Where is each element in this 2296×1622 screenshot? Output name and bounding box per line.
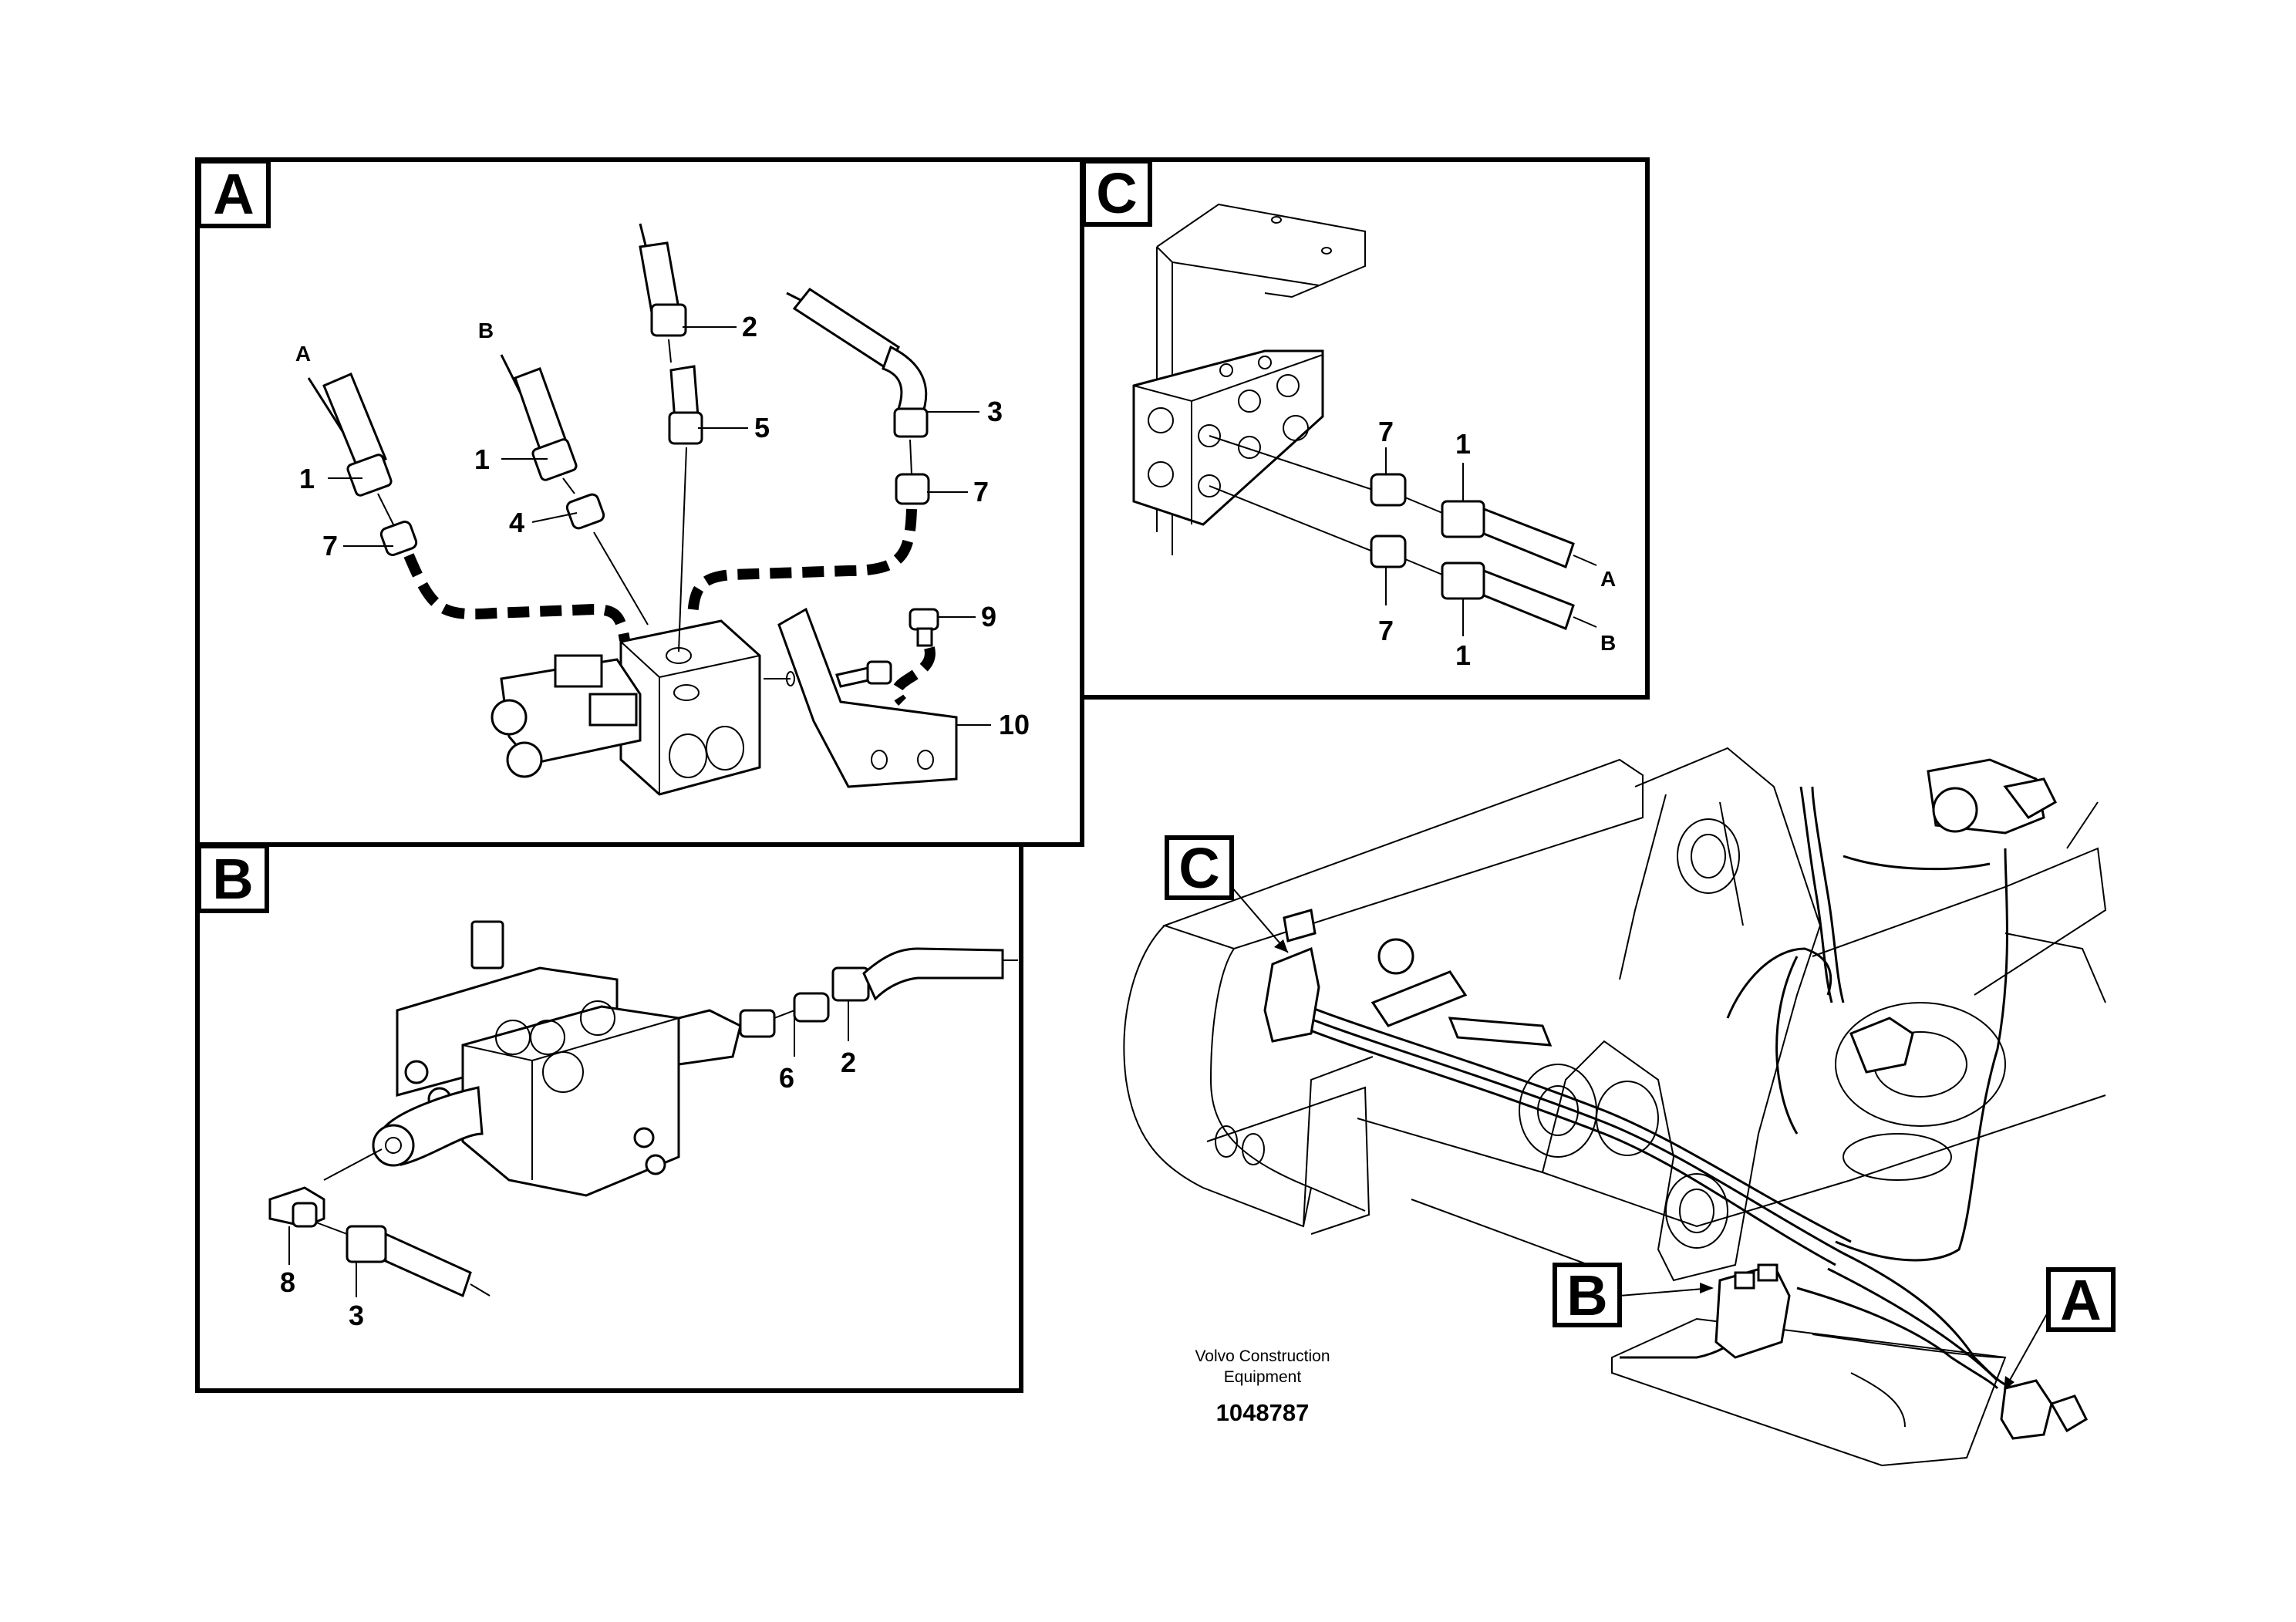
caption-company-line2: Equipment [1224,1368,1302,1386]
panel-b: B [195,842,1023,1393]
callout-b-8: 8 [280,1266,295,1298]
callout-b-3: 3 [349,1300,364,1331]
hose-2-top [639,223,703,653]
callout-hose-a: A [295,342,311,366]
panel-c-hoses [1209,435,1597,630]
overview-hoses [1279,786,2021,1390]
callout-1-mid: 1 [474,443,490,475]
callout-c-hose-a: A [1600,567,1616,591]
panel-a-tag: A [213,162,254,226]
hose-3-right [687,287,930,618]
panel-c-callouts: 7 7 1 1 A B [1378,416,1616,671]
caption-drawing-number: 1048787 [1216,1399,1310,1426]
panel-c-tag: C [1096,161,1137,225]
callout-c-1-bottom: 1 [1455,639,1471,671]
panel-a-callouts: A B 1 7 1 4 2 5 3 7 9 10 [295,311,1030,740]
panel-c: C [1080,157,1650,700]
callout-b-2: 2 [841,1047,856,1078]
control-valve [372,920,776,1197]
callout-3: 3 [987,396,1003,427]
caption-company-line1: Volvo Construction [1195,1347,1330,1365]
overview-tag-c: C [1165,835,1289,953]
panel-c-leaders [1385,447,1464,636]
callout-7-right: 7 [973,476,989,508]
panel-b-tag: B [212,847,253,911]
callout-c-hose-b: B [1600,631,1616,655]
bracket [764,607,958,788]
overview-tag-b-label: B [1566,1263,1607,1327]
panel-c-tag-box [1081,159,1152,227]
panel-a: A [195,157,1084,847]
callout-2-top: 2 [742,311,757,342]
callout-10: 10 [999,709,1030,740]
panel-a-tag-box [197,159,271,228]
panel-b-tag-box [197,844,269,913]
machine-overview: C B A [1123,747,2116,1467]
callout-4: 4 [509,507,524,538]
callout-1-left: 1 [299,463,315,494]
panel-b-leaders [288,1000,849,1297]
port-block [1132,349,1324,526]
callout-c-1-top: 1 [1455,428,1471,460]
callout-b-6: 6 [779,1062,794,1094]
panel-a-leaders [328,326,991,726]
panel-b-callouts: 6 2 8 3 [280,1047,856,1331]
callout-5: 5 [754,412,770,443]
overview-tag-b: B [1553,1263,1714,1327]
drawing-caption: Volvo Construction Equipment 1048787 [1195,1347,1330,1426]
callout-c-7-bottom: 7 [1378,615,1394,646]
valve-block [491,619,761,796]
callout-7-left: 7 [322,530,338,561]
hose-b-mid [500,354,649,626]
overview-tag-a: A [2004,1267,2116,1391]
callout-hose-b: B [478,319,494,342]
fitting-9 [892,608,939,706]
panel-b-hoses [268,947,1018,1298]
overview-tag-a-label: A [2060,1268,2101,1332]
callout-9: 9 [981,601,996,632]
overview-tag-c-label: C [1178,836,1219,900]
callout-c-7-top: 7 [1378,416,1394,447]
